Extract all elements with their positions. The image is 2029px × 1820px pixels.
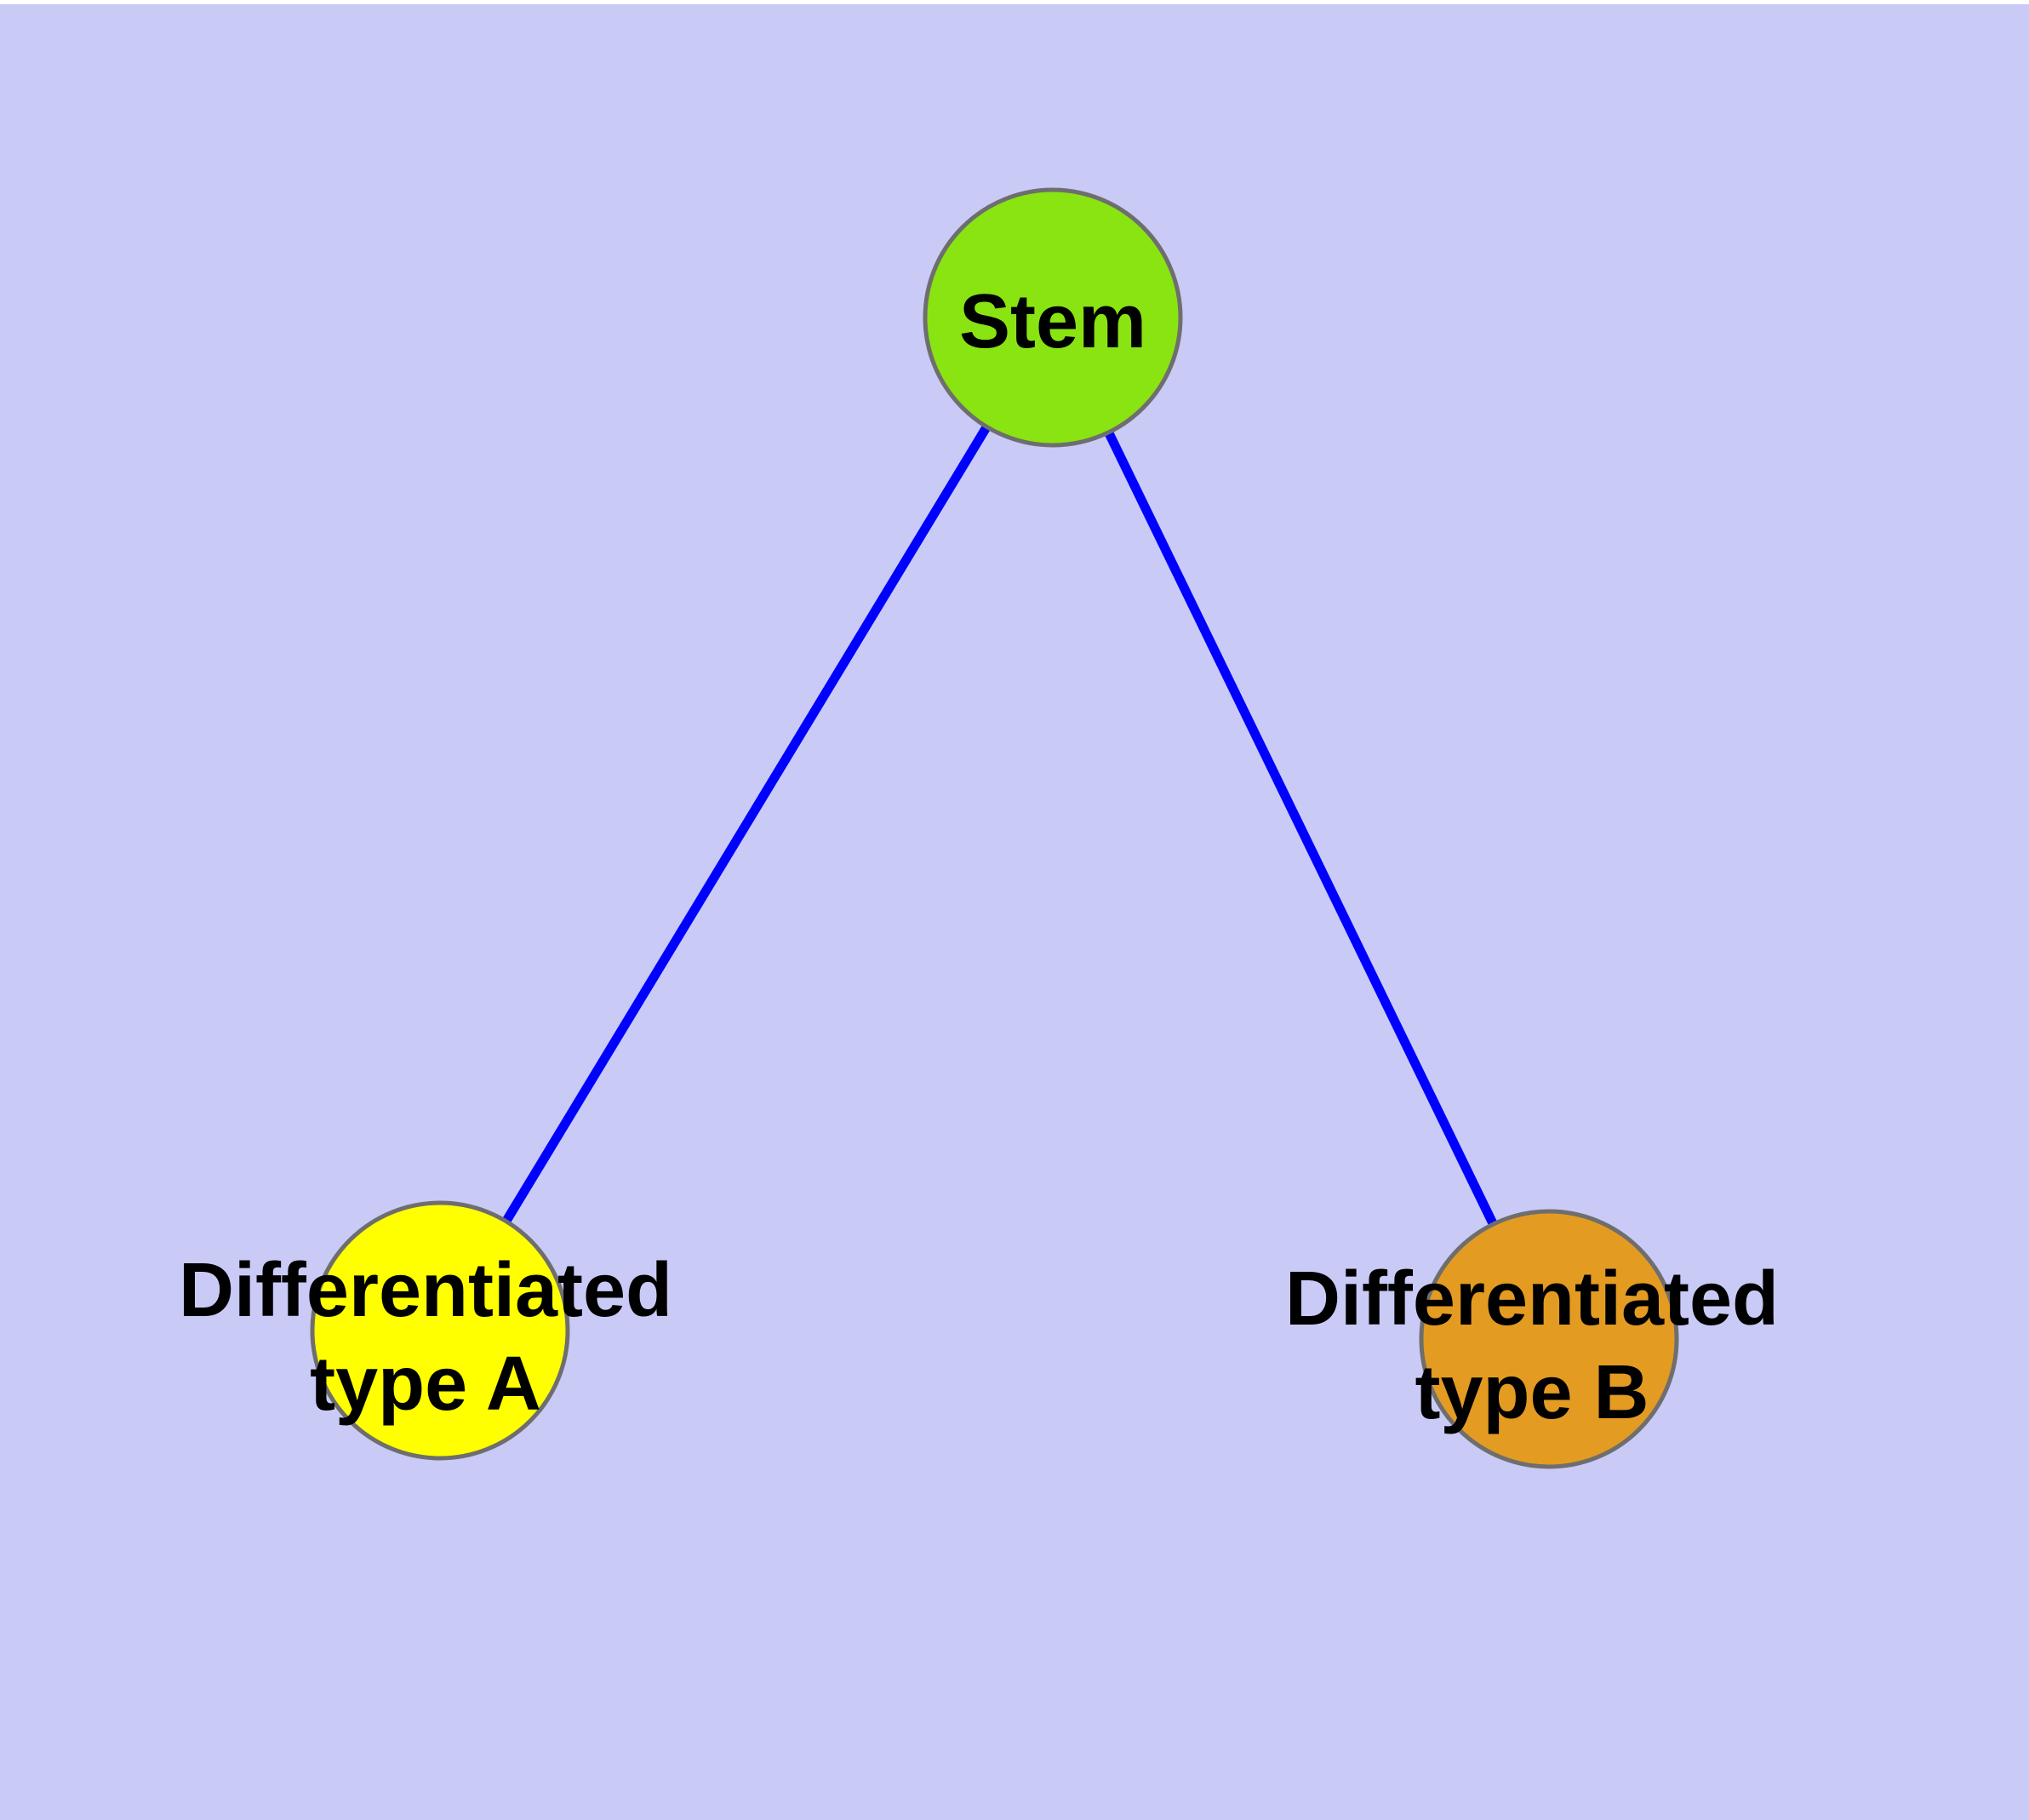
node-type-a-label-line2: type A: [310, 1342, 541, 1427]
node-stem-label: Stem: [959, 279, 1146, 364]
edge-stem-to-type-b: [1049, 315, 1553, 1342]
node-stem: [923, 187, 1183, 448]
node-type-b-label-line2: type B: [1415, 1350, 1649, 1435]
edge-stem-to-type-a: [436, 315, 1057, 1333]
node-type-a-label-line1: Differentiated: [179, 1248, 672, 1333]
node-type-b: [1419, 1209, 1679, 1469]
node-type-a: [310, 1200, 570, 1461]
node-type-b-label-line1: Differentiated: [1285, 1256, 1779, 1342]
